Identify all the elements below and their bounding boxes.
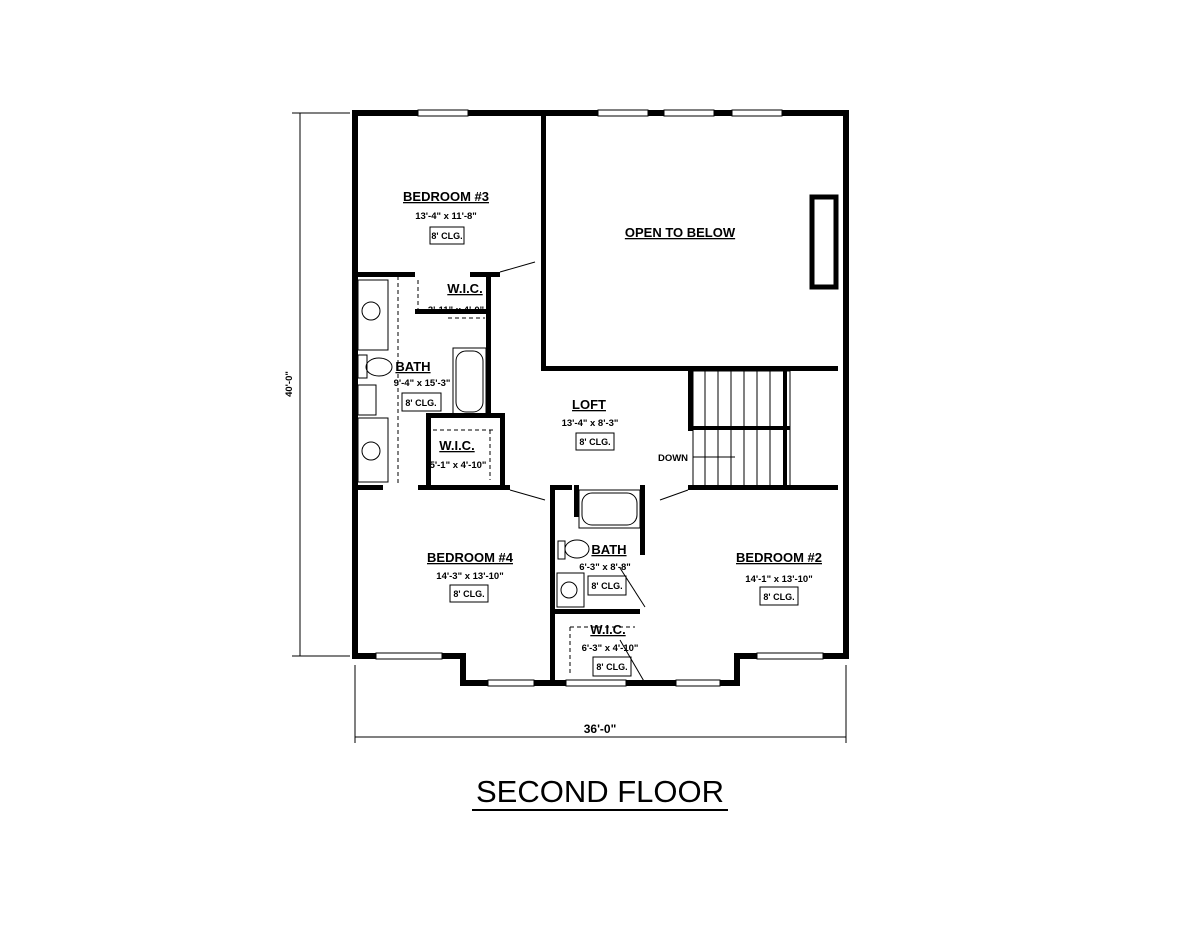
room-name: BATH <box>591 542 626 557</box>
room-name: BEDROOM #4 <box>427 550 514 565</box>
room-name: BEDROOM #2 <box>736 550 822 565</box>
toilet-icon <box>564 539 590 559</box>
room-open-to-below: OPEN TO BELOW <box>625 225 736 240</box>
bathtub-icon <box>455 350 484 413</box>
room-loft: LOFT 13'-4" x 8'-3" 8' CLG. <box>562 397 619 451</box>
fixtures <box>357 279 641 608</box>
room-size: 9'-4" x 15'-3" <box>394 378 451 389</box>
room-size: 6'-3" x 8'-8" <box>579 562 631 573</box>
room-size: 13'-4" x 11'-8" <box>415 211 477 222</box>
room-name: BATH <box>395 359 430 374</box>
ceiling-height: 8' CLG. <box>453 589 484 599</box>
depth-label: 40'-0" <box>284 371 295 397</box>
ceiling-height: 8' CLG. <box>405 398 436 408</box>
sink-icon <box>560 581 578 599</box>
room-name: W.I.C. <box>590 622 625 637</box>
closet-rods <box>397 276 635 675</box>
room-bath-center: BATH 6'-3" x 8'-8" 8' CLG. <box>579 542 631 596</box>
room-bedroom-4: BEDROOM #4 14'-3" x 13'-10" 8' CLG. <box>427 550 514 603</box>
floor-title-text: SECOND FLOOR <box>471 774 729 811</box>
room-name: W.I.C. <box>447 281 482 296</box>
room-name: W.I.C. <box>439 438 474 453</box>
dimension-depth: 40'-0" <box>284 112 350 657</box>
room-size: 6'-3" x 4'-10" <box>582 643 639 654</box>
room-name: BEDROOM #3 <box>403 189 489 204</box>
windows <box>375 109 824 687</box>
toilet-icon <box>365 357 393 377</box>
room-bath-left: BATH 9'-4" x 15'-3" 8' CLG. <box>394 359 451 412</box>
ceiling-height: 8' CLG. <box>431 231 462 241</box>
room-bedroom-3: BEDROOM #3 13'-4" x 11'-8" 8' CLG. <box>403 189 489 245</box>
ceiling-height: 8' CLG. <box>591 581 622 591</box>
fireplace <box>809 194 839 290</box>
room-size: 13'-4" x 8'-3" <box>562 418 619 429</box>
room-wic-center: W.I.C. 6'-3" x 4'-10" 8' CLG. <box>582 622 639 677</box>
ceiling-height: 8' CLG. <box>596 662 627 672</box>
room-wic-upper: W.I.C. 3'-11" x 4'-0" <box>428 281 484 316</box>
room-size: 5'-1" x 4'-10" <box>430 460 487 471</box>
width-label: 36'-0" <box>584 722 617 736</box>
room-wic-lower: W.I.C. 5'-1" x 4'-10" <box>430 438 487 471</box>
doors <box>499 261 689 684</box>
room-size: 3'-11" x 4'-0" <box>428 305 484 316</box>
stairs-down-label: DOWN <box>658 453 688 464</box>
floor-title: SECOND FLOOR <box>0 774 1200 811</box>
ceiling-height: 8' CLG. <box>763 592 794 602</box>
ceiling-height: 8' CLG. <box>579 437 610 447</box>
room-name: LOFT <box>572 397 606 412</box>
bathtub-icon <box>581 492 638 526</box>
room-bedroom-2: BEDROOM #2 14'-1" x 13'-10" 8' CLG. <box>736 550 822 606</box>
sink-icon <box>361 441 381 461</box>
dimension-width: 36'-0" <box>354 665 847 743</box>
room-size: 14'-1" x 13'-10" <box>745 574 812 585</box>
room-size: 14'-3" x 13'-10" <box>436 571 503 582</box>
sink-icon <box>361 301 381 321</box>
staircase: DOWN <box>658 370 791 489</box>
